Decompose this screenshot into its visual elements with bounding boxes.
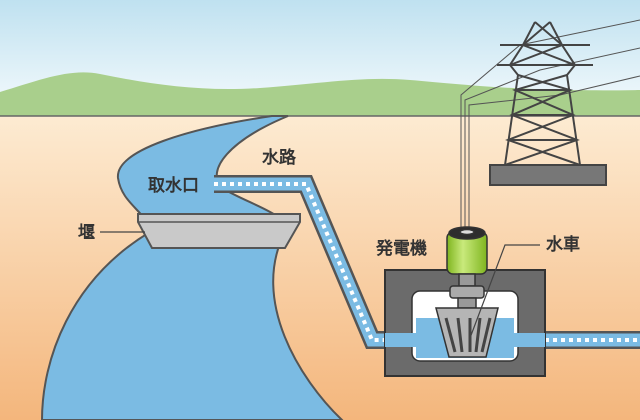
- label-intake: 取水口: [148, 175, 199, 196]
- transmission-tower: [489, 21, 607, 186]
- hills: [0, 72, 640, 116]
- label-weir: 堰: [78, 223, 95, 243]
- label-channel: 水路: [262, 147, 297, 168]
- powerhouse: [384, 269, 546, 377]
- label-turbine: 水車: [546, 234, 580, 255]
- leader-lines: [100, 231, 540, 339]
- water-turbine: [435, 307, 499, 358]
- label-generator: 発電機: [375, 238, 427, 259]
- weir: [137, 213, 301, 249]
- generator: [446, 226, 488, 309]
